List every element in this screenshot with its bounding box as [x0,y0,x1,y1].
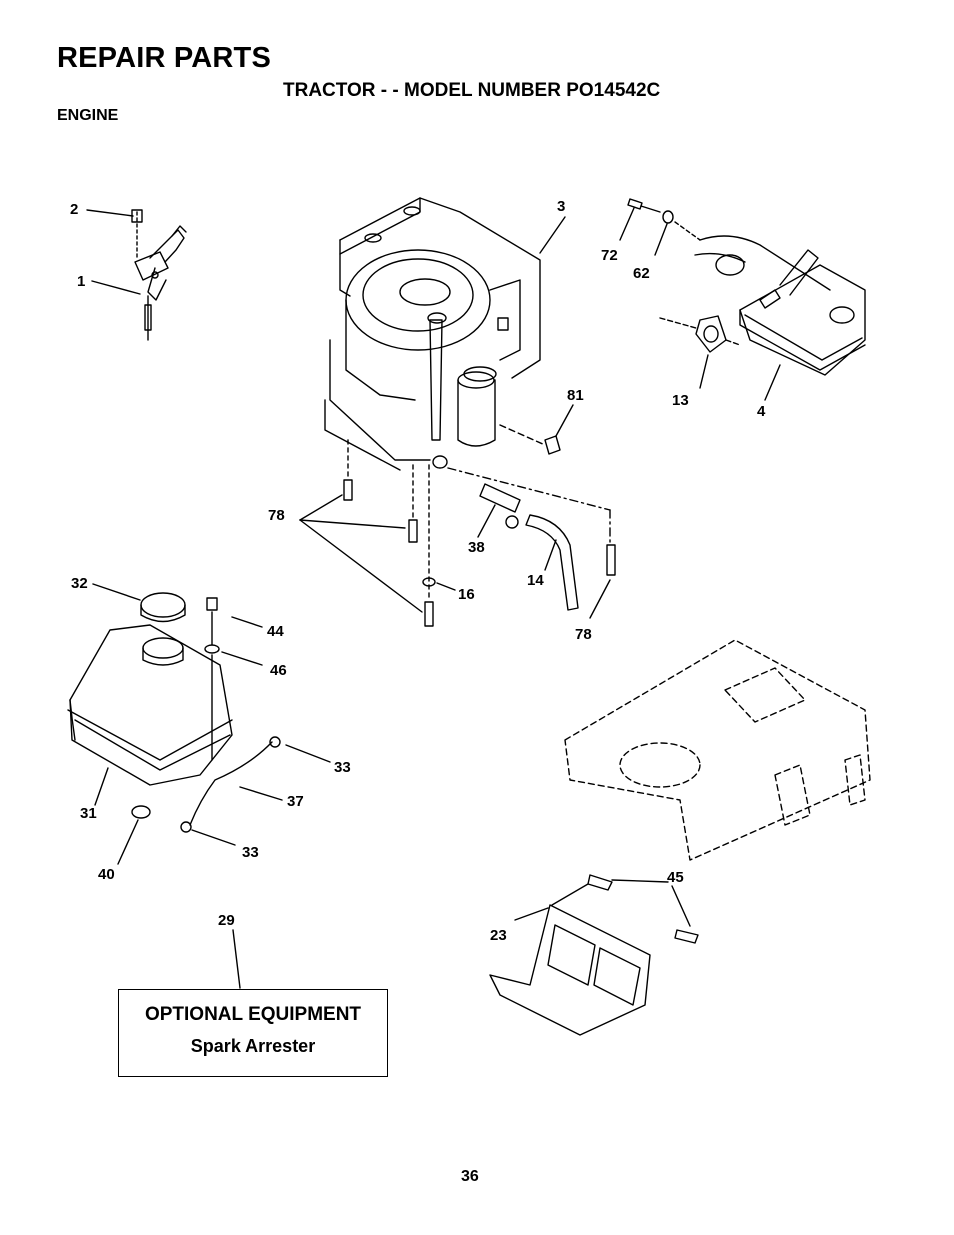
page-number: 36 [461,1168,479,1185]
callout-13: 13 [672,392,689,409]
callout-78-lower: 78 [575,626,592,643]
fuel-tank-drawing [67,583,331,865]
optional-equipment-title: OPTIONAL EQUIPMENT [144,1004,362,1025]
callout-23: 23 [490,927,507,944]
optional-equipment-box: OPTIONAL EQUIPMENT Spark Arrester [118,989,388,1077]
hardware-drawing [299,404,616,627]
callout-37: 37 [287,793,304,810]
callout-32: 32 [71,575,88,592]
throttle-control-drawing [86,209,187,341]
frame-drawing [564,639,871,861]
spark-arrester-label: Spark Arrester [190,1036,316,1056]
model-subtitle: TRACTOR - - MODEL NUMBER PO14542C [283,80,661,101]
callout-44: 44 [267,623,284,640]
callout-4: 4 [757,403,766,420]
callout-2: 2 [70,201,78,218]
callout-38: 38 [468,539,485,556]
optional-equipment-leader [232,929,241,989]
callout-33: 33 [334,759,351,776]
callout-81: 81 [567,387,584,404]
callout-31: 31 [80,805,97,822]
callout-1: 1 [77,273,85,290]
section-heading: ENGINE [57,107,119,124]
callout-45: 45 [667,869,684,886]
heat-shield-drawing [489,874,699,1036]
callout-labels: 2 1 3 72 62 81 13 4 78 38 14 32 16 44 78… [70,198,766,944]
callout-16: 16 [458,586,475,603]
engine-drawing [324,197,611,601]
callout-33-lower: 33 [242,844,259,861]
page-title: REPAIR PARTS [57,42,272,74]
callout-14: 14 [527,572,544,589]
callout-72: 72 [601,247,618,264]
callout-40: 40 [98,866,115,883]
callout-46: 46 [270,662,287,679]
muffler-drawing [619,198,866,401]
callout-3: 3 [557,198,565,215]
callout-29: 29 [218,912,235,929]
callout-78: 78 [268,507,285,524]
callout-62: 62 [633,265,650,282]
